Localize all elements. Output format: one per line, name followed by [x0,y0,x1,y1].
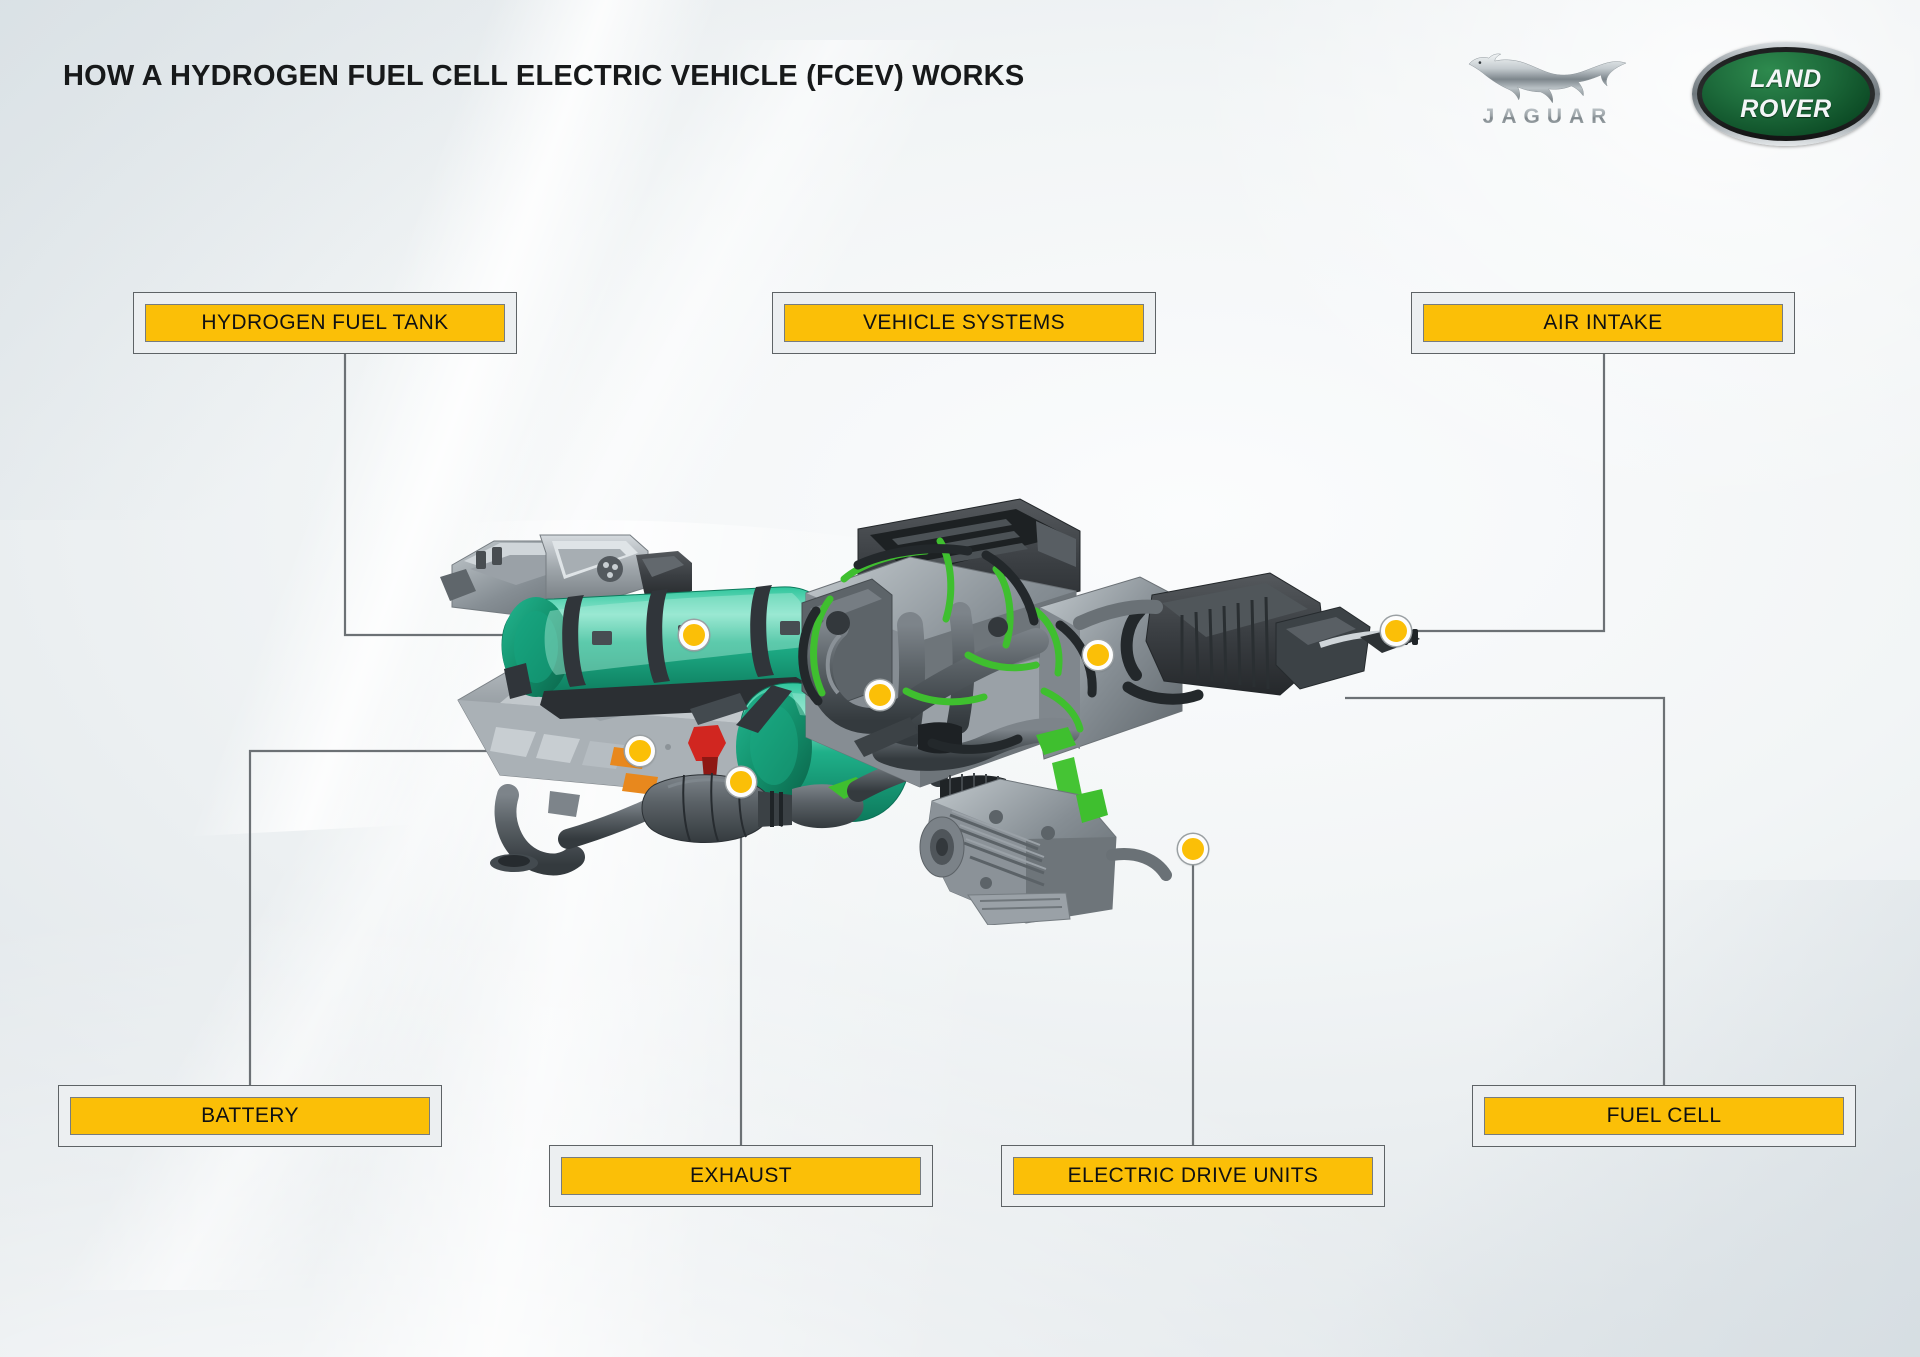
callout-hydrogen-fuel-tank[interactable]: HYDROGEN FUEL TANK [133,292,517,354]
connector-air-intake [1396,354,1606,633]
connector-fuel-cell-b [1345,696,1666,1085]
callout-label: HYDROGEN FUEL TANK [145,304,505,342]
land-rover-oval-green [1702,52,1870,136]
page-title: HOW A HYDROGEN FUEL CELL ELECTRIC VEHICL… [63,60,1025,92]
marker-battery[interactable] [625,736,655,766]
callout-electric-drive-units[interactable]: ELECTRIC DRIVE UNITS [1001,1145,1385,1207]
marker-air-intake[interactable] [1381,616,1411,646]
callout-label: EXHAUST [561,1157,921,1195]
hydrogen-fuel-tank-primary [501,585,910,719]
land-rover-logo: LAND ROVER [1692,42,1880,146]
callout-label: ELECTRIC DRIVE UNITS [1013,1157,1373,1195]
marker-vehicle-systems[interactable] [1083,640,1113,670]
fcev-powertrain-illustration [440,498,1420,925]
callout-label: BATTERY [70,1097,430,1135]
jaguar-wordmark: JAGUAR [1458,105,1638,129]
callout-label: AIR INTAKE [1423,304,1783,342]
electric-drive-unit [919,778,1172,925]
marker-electric-drive-units[interactable] [1178,834,1208,864]
jaguar-logo: JAGUAR [1458,45,1638,143]
land-rover-line1: LAND [1750,64,1822,93]
callout-label: VEHICLE SYSTEMS [784,304,1144,342]
callout-air-intake[interactable]: AIR INTAKE [1411,292,1795,354]
land-rover-line2: ROVER [1740,94,1832,123]
callout-fuel-cell[interactable]: FUEL CELL [1472,1085,1856,1147]
land-rover-wordmark: LAND ROVER [1692,42,1880,146]
air-intake-box [1073,572,1420,705]
marker-hydrogen-fuel-tank[interactable] [679,620,709,650]
jaguar-leaper-icon [1468,53,1627,104]
callout-battery[interactable]: BATTERY [58,1085,442,1147]
chassis-rails [690,693,918,757]
callout-vehicle-systems[interactable]: VEHICLE SYSTEMS [772,292,1156,354]
callout-label: FUEL CELL [1484,1097,1844,1135]
callout-exhaust[interactable]: EXHAUST [549,1145,933,1207]
marker-fuel-cell-tank[interactable] [865,680,895,710]
marker-exhaust[interactable] [726,767,756,797]
